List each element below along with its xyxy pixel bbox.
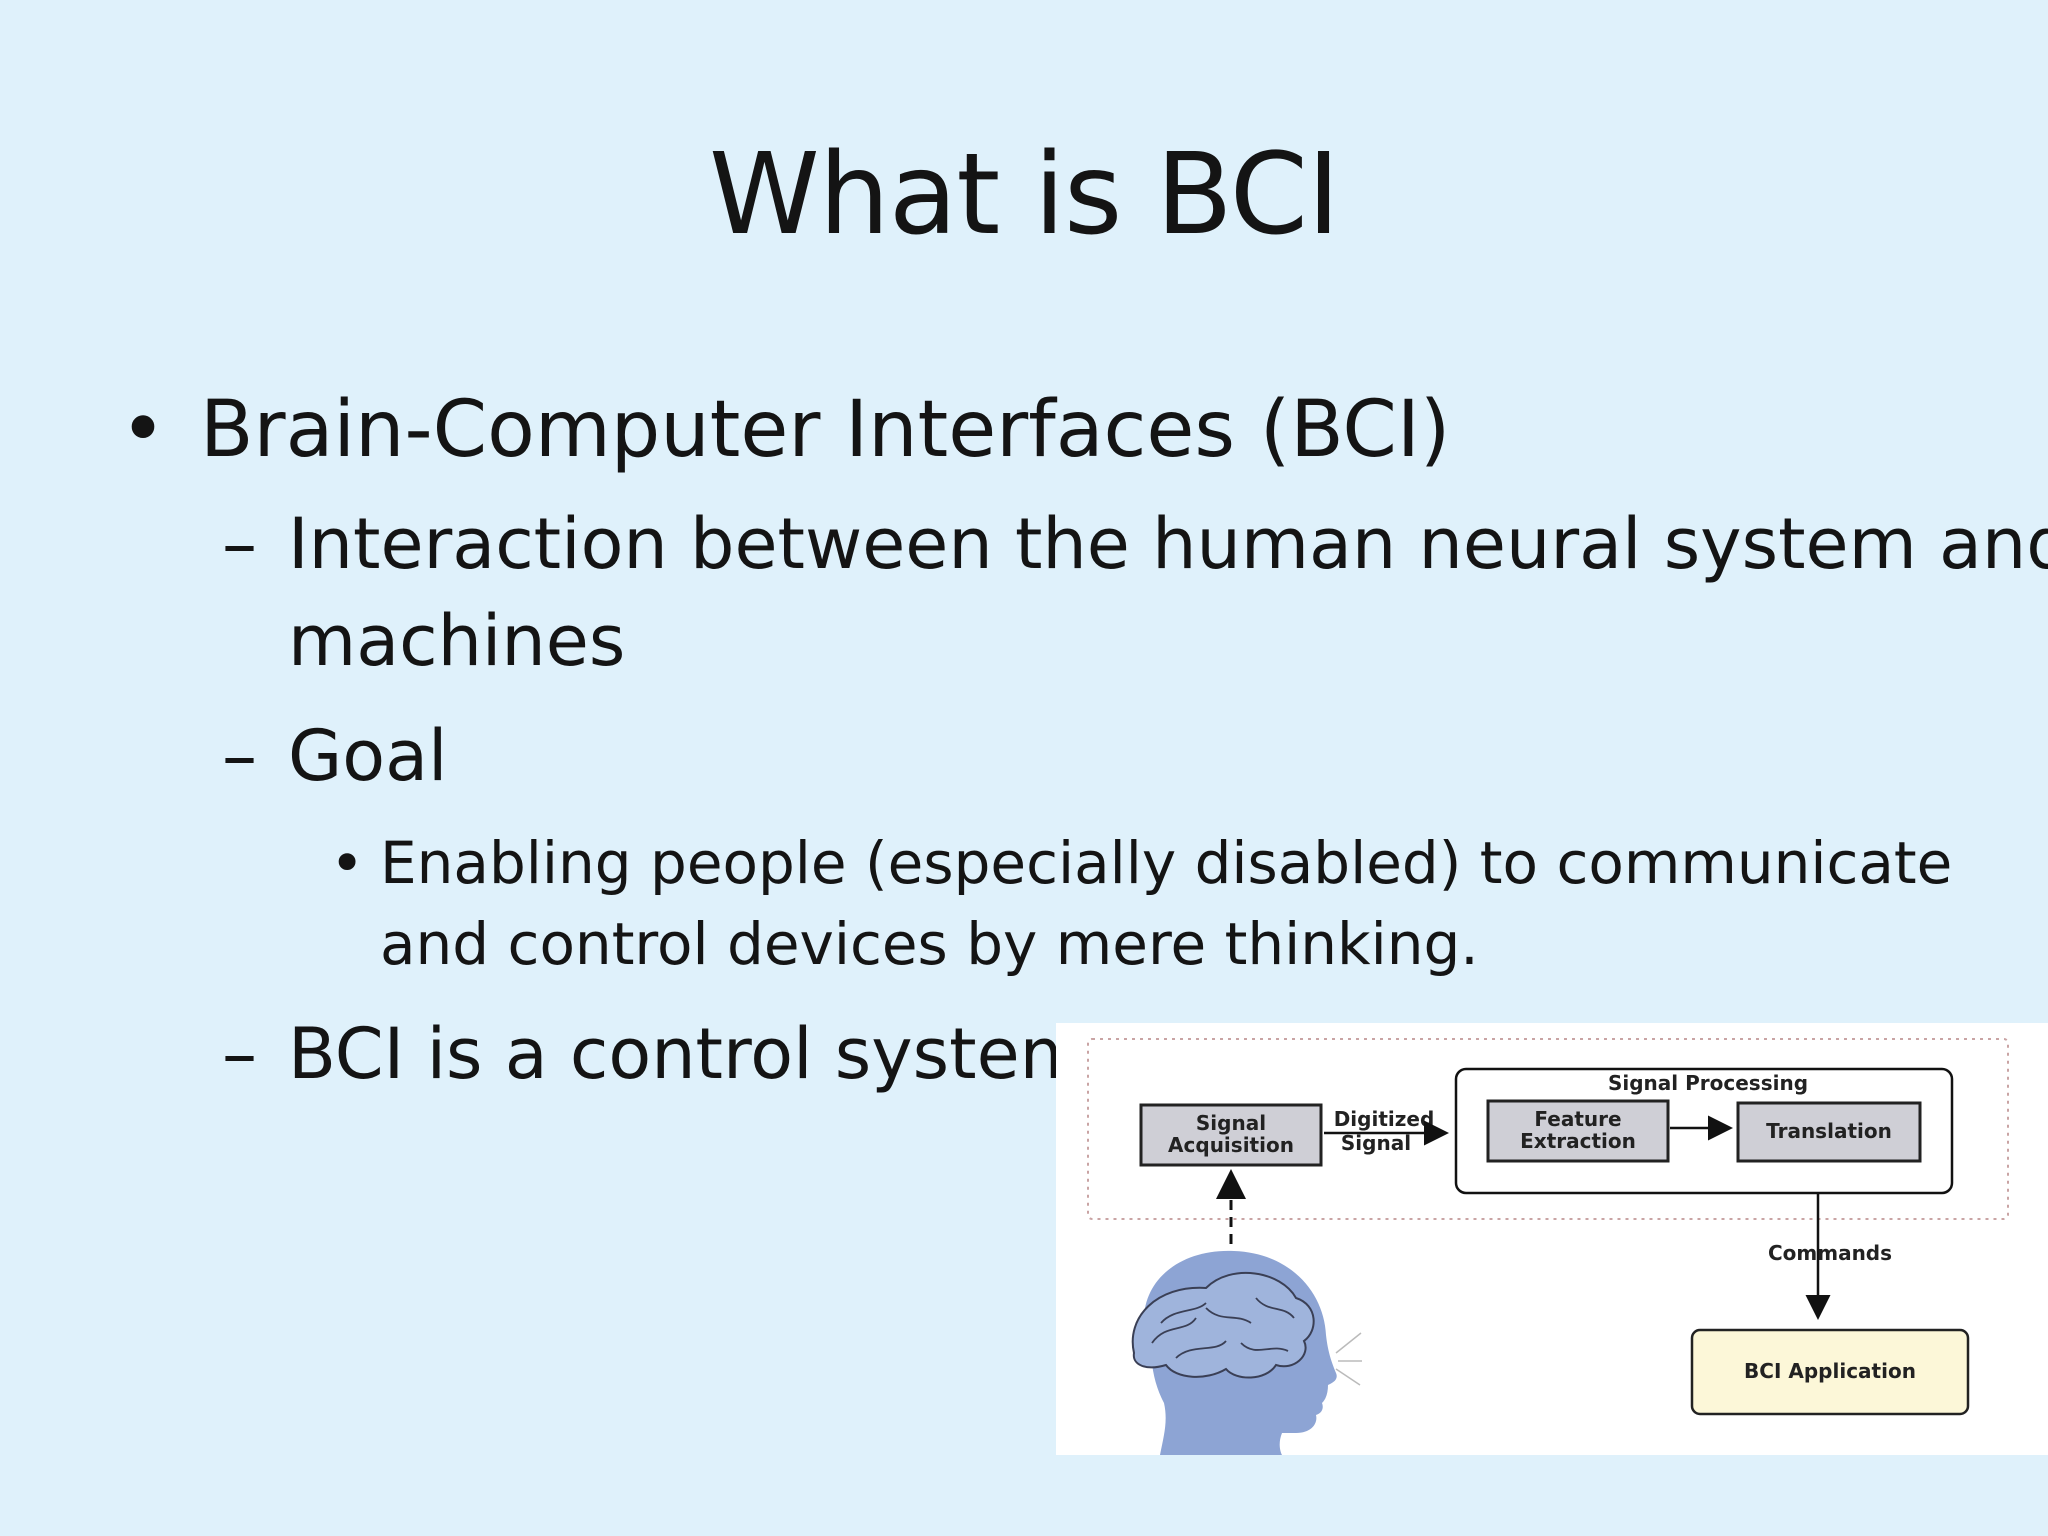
dash-marker: –: [222, 503, 257, 585]
bullet-text: Goal: [288, 715, 448, 797]
feature-extraction-label-2: Extraction: [1520, 1129, 1636, 1153]
head-icon: [1131, 1250, 1362, 1455]
bullet-text: and control devices by mere thinking.: [380, 910, 1479, 978]
bullet-text: Interaction between the human neural sys…: [288, 503, 2048, 585]
dash-marker: –: [222, 715, 257, 797]
signal-acquisition-label-1: Signal: [1196, 1111, 1266, 1135]
dash-marker: –: [222, 1013, 257, 1095]
signal-acquisition-label-2: Acquisition: [1168, 1133, 1294, 1157]
signal-acquisition-box: [1139, 1103, 1323, 1167]
bullet-text: Brain-Computer Interfaces (BCI): [200, 385, 1451, 475]
feature-extraction-label-1: Feature: [1534, 1107, 1621, 1131]
slide-title: What is BCI: [708, 130, 1340, 260]
bullet-text: Enabling people (especially disabled) to…: [380, 829, 1953, 897]
bullet-marker: •: [330, 829, 365, 897]
brain-icon: [1131, 1272, 1315, 1379]
bci-application-box: [1690, 1328, 1970, 1416]
signal-processing-label: Signal Processing: [1608, 1071, 1808, 1095]
feature-extraction-box: [1486, 1099, 1670, 1163]
bullet-marker: •: [120, 385, 167, 475]
bci-application-label: BCI Application: [1744, 1359, 1916, 1383]
digitized-label-2: Signal: [1341, 1131, 1411, 1155]
bci-diagram: Signal Processing Signal Acquisition Dig…: [1056, 1023, 2048, 1455]
translation-label: Translation: [1766, 1119, 1892, 1143]
digitized-label-1: Digitized: [1334, 1107, 1435, 1131]
bullet-text: machines: [288, 600, 626, 682]
bullet-text: BCI is a control system: [288, 1013, 1088, 1095]
dotted-boundary: [1087, 1038, 2009, 1220]
translation-box: [1736, 1101, 1922, 1163]
commands-label: Commands: [1768, 1241, 1892, 1265]
